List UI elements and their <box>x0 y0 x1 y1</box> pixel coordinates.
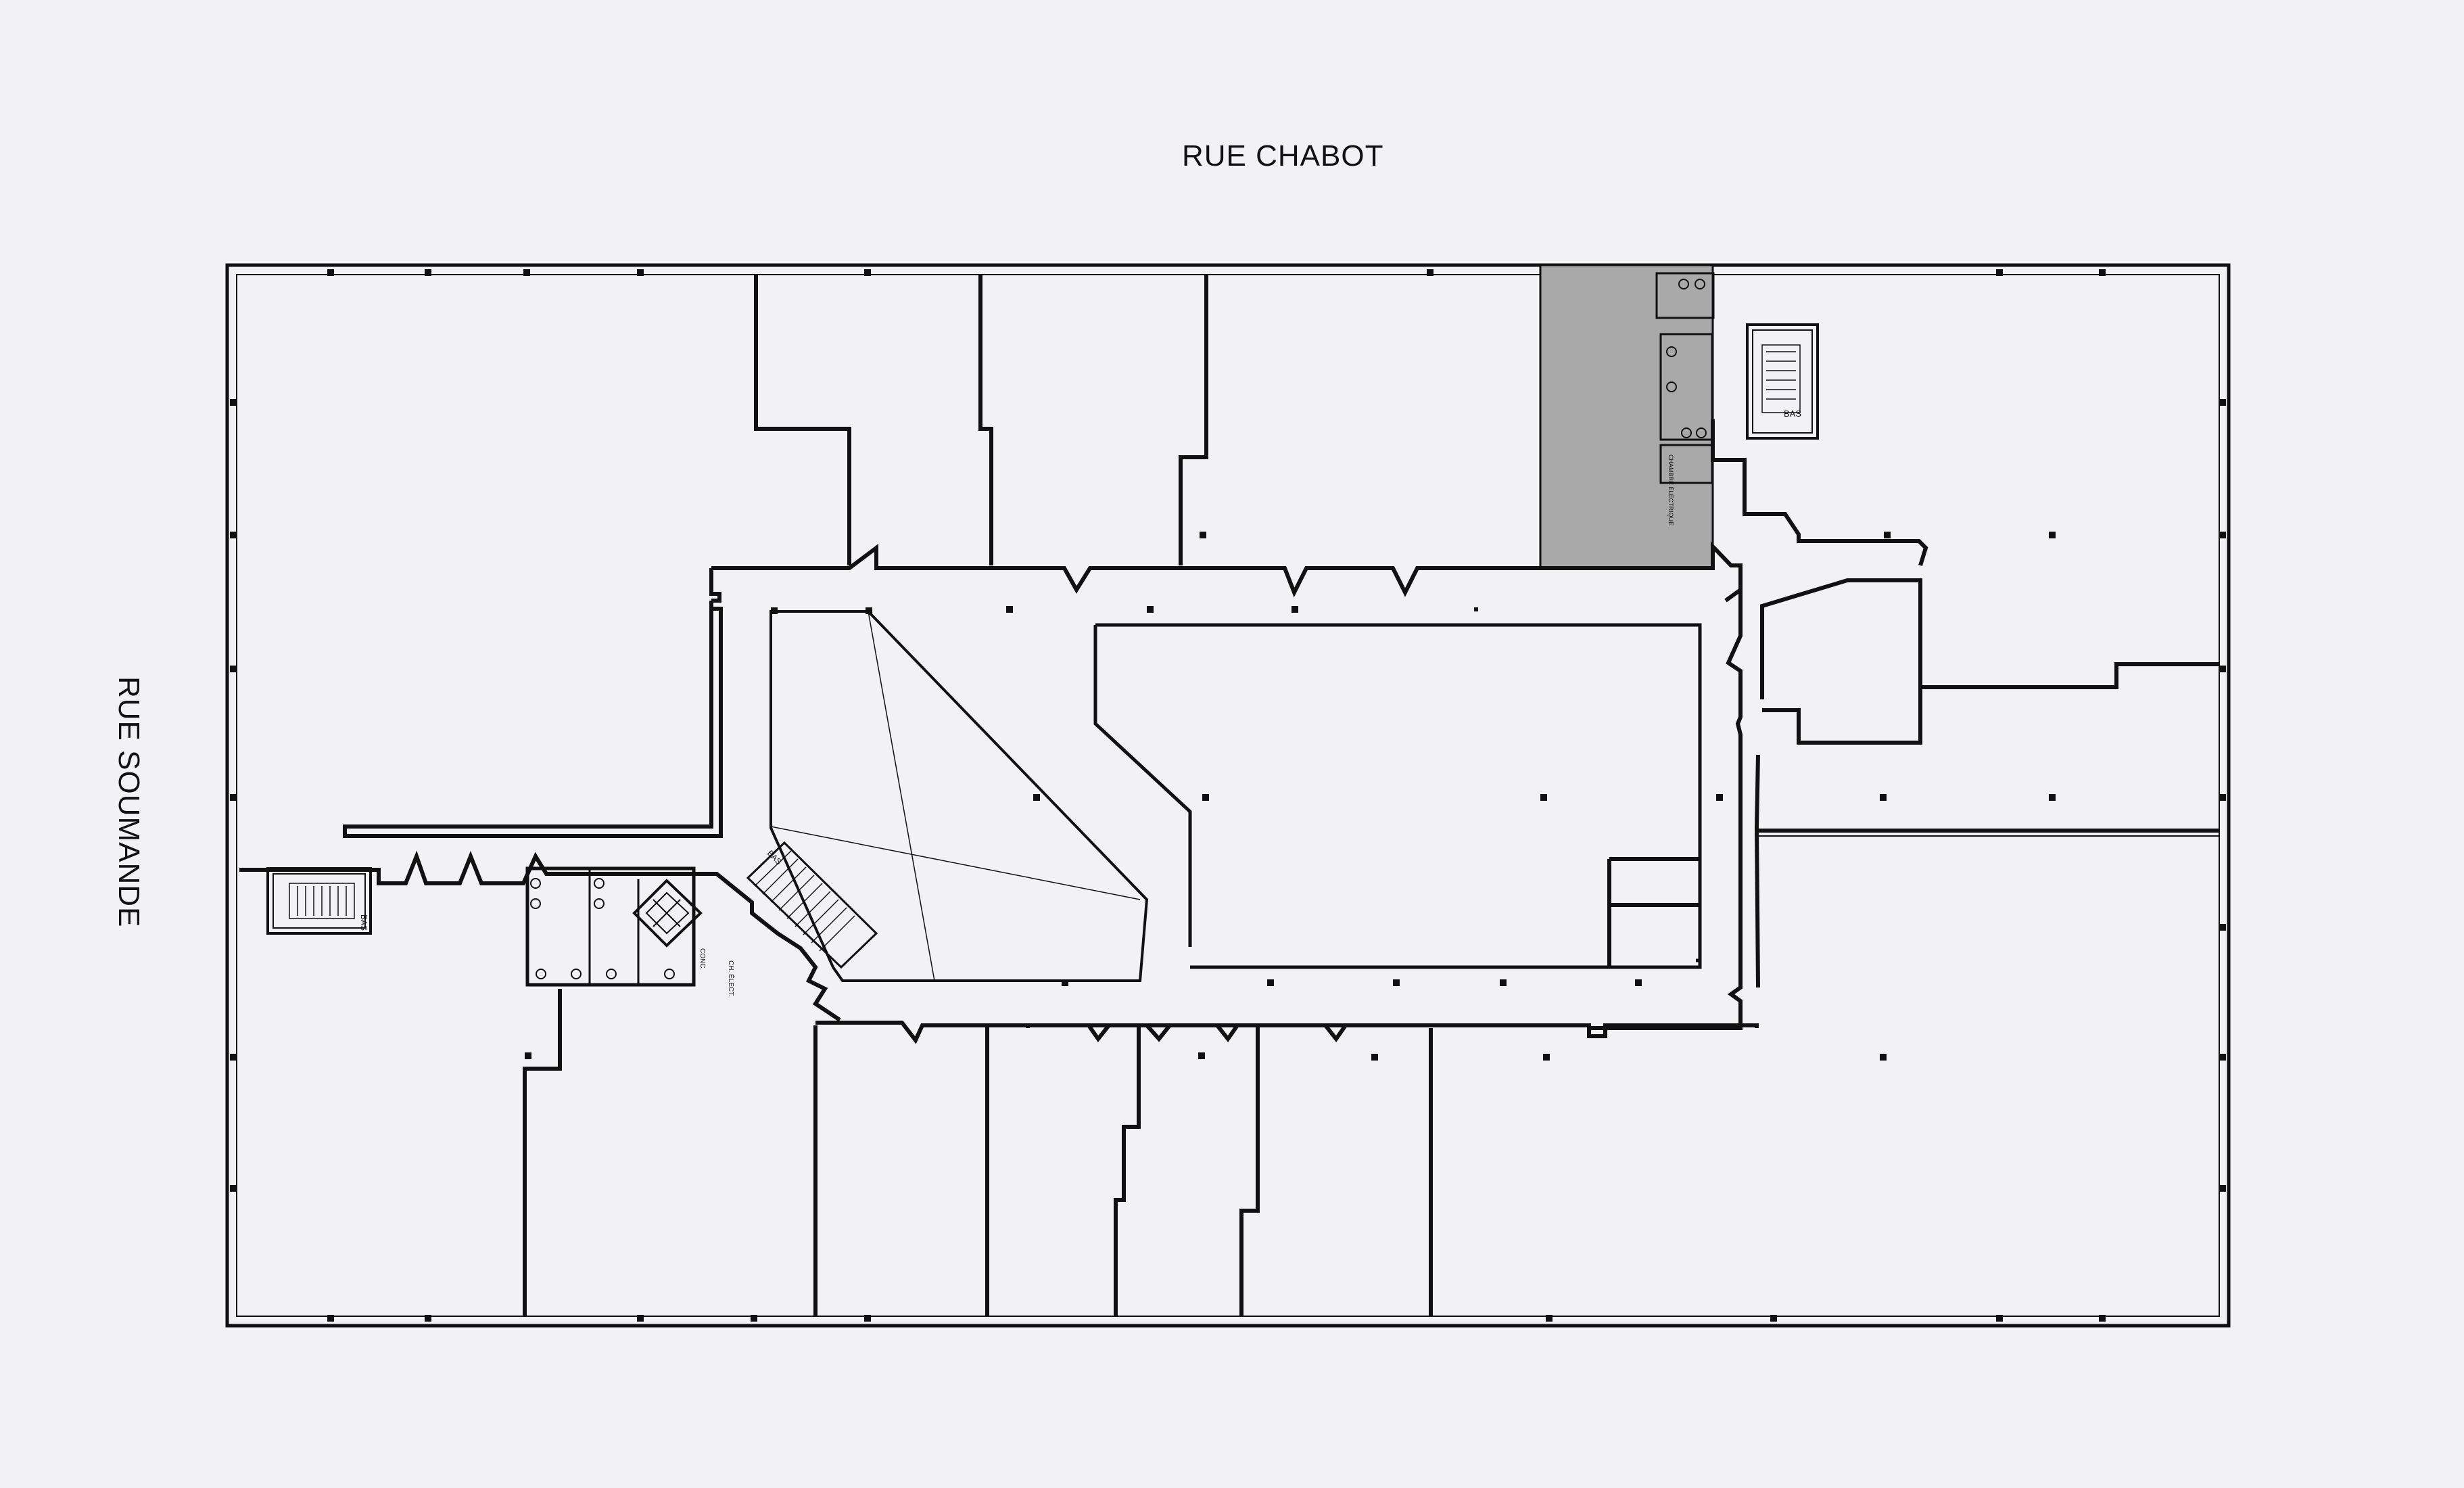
highlighted-room[interactable] <box>1539 264 1714 569</box>
stair-north <box>1746 323 1819 440</box>
elevator <box>632 879 703 948</box>
toilet-fixtures <box>530 279 1707 979</box>
janitor-room-label: CONC. <box>698 948 706 970</box>
stair-west-label: BAS <box>359 914 369 931</box>
stair-north-label: BAS <box>1784 409 1801 419</box>
building-envelope <box>225 263 2231 1328</box>
interior-walls <box>239 272 2219 1316</box>
stair-central <box>746 841 878 969</box>
columns <box>525 532 2056 1061</box>
perimeter-posts <box>230 269 2226 1322</box>
street-label-left: RUE SOUMANDE <box>112 676 145 928</box>
stair-west <box>266 867 372 935</box>
street-label-top: RUE CHABOT <box>1182 139 1384 172</box>
electrical-room-label: CH. ÉLECT. <box>727 960 736 997</box>
electrical-room-north-label: CHAMBRE ÉLECTRIQUE <box>1667 455 1674 526</box>
